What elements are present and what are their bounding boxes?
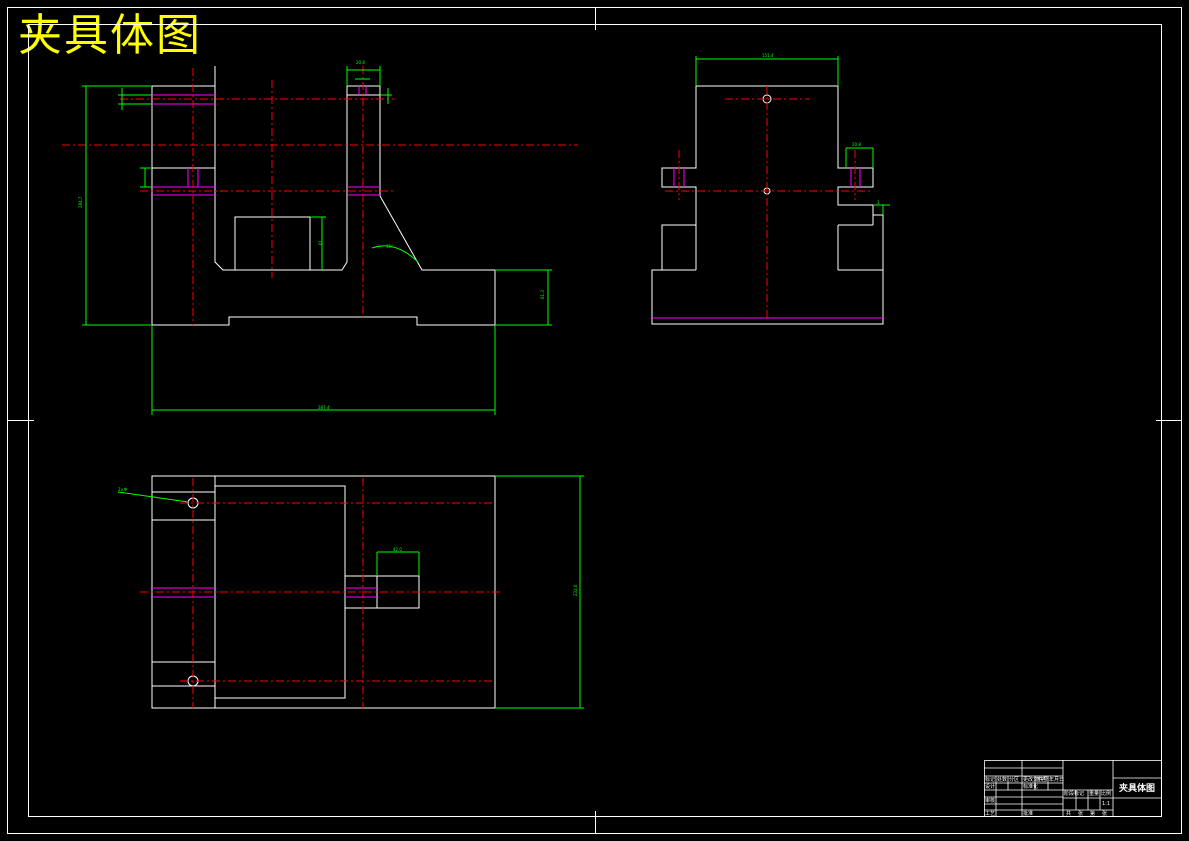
tb-cell-signature: 签名 xyxy=(1036,777,1047,783)
tb-cell-marker: 标记 xyxy=(985,777,996,783)
tb-cell-sheets-a: 张 xyxy=(1078,811,1084,817)
tb-cell-review: 审核 xyxy=(985,798,996,804)
svg-text:284.7: 284.7 xyxy=(78,196,83,208)
svg-text:2×Φ: 2×Φ xyxy=(118,487,127,492)
title-block-drawing-name: 夹具体图 xyxy=(1118,784,1155,794)
tb-cell-process: 工艺 xyxy=(985,811,996,817)
sheet-border xyxy=(7,7,1182,834)
svg-text:20.8: 20.8 xyxy=(852,142,861,147)
svg-text:42.0: 42.0 xyxy=(393,547,402,552)
svg-text:20.8: 20.8 xyxy=(356,60,365,65)
svg-text:151.4: 151.4 xyxy=(762,53,774,58)
outer-frame xyxy=(7,7,1182,834)
svg-text:232.0: 232.0 xyxy=(573,584,578,596)
svg-text:387.4: 387.4 xyxy=(318,405,330,410)
side-view: 151.4 20.8 3 xyxy=(651,53,890,325)
svg-text:61.3: 61.3 xyxy=(540,290,545,299)
front-view: 284.7 387.4 20.8 61.3 61 35° xyxy=(62,60,578,415)
inner-frame xyxy=(28,24,1162,817)
tb-cell-count: 处数 xyxy=(997,777,1008,783)
drawing-title: 夹具体图 xyxy=(18,10,202,61)
svg-text:3: 3 xyxy=(877,200,880,205)
tb-cell-sheets-b: 张 xyxy=(1102,811,1108,817)
tb-cell-standardization: 标准化 xyxy=(1023,784,1039,790)
tb-cell-zone: 分区 xyxy=(1009,777,1020,783)
tb-cell-approve: 批准 xyxy=(1023,811,1034,817)
tb-cell-change-doc: 更改文件号 xyxy=(1023,777,1049,783)
tb-cell-stage: 阶段标记 xyxy=(1064,791,1085,797)
top-view: 232.0 42.0 2×Φ xyxy=(117,475,584,709)
svg-text:61: 61 xyxy=(318,239,323,245)
tb-cell-design: 设计 xyxy=(985,784,996,790)
tb-cell-weight: 重量 xyxy=(1089,791,1100,797)
svg-text:35°: 35° xyxy=(386,244,393,249)
tb-cell-date: 年月日 xyxy=(1049,777,1065,783)
tb-cell-sheet-no: 第 xyxy=(1090,811,1096,817)
tb-cell-scale: 比例 xyxy=(1101,791,1112,797)
title-block xyxy=(984,760,1162,817)
tb-cell-total: 共 xyxy=(1066,811,1072,817)
tb-cell-scale-value: 1:1 xyxy=(1102,801,1111,807)
